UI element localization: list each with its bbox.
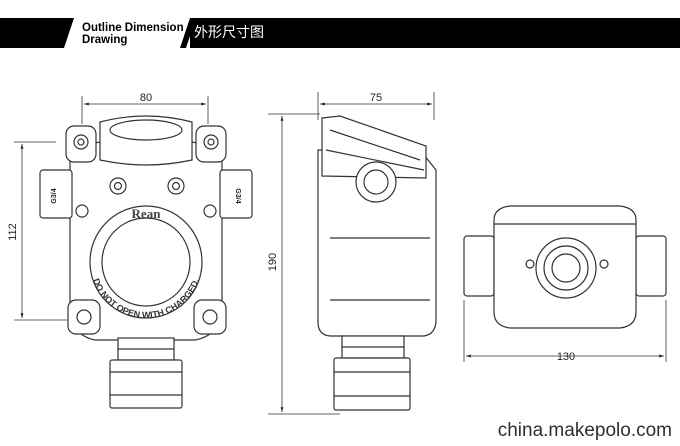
banner-title-chinese: 外形尺寸图 <box>194 25 264 41</box>
side-top-cap <box>321 115 427 179</box>
side-width-dimension <box>317 92 435 120</box>
side-view: 75 190 <box>267 92 437 415</box>
front-view: 80 112 G3/4 G3/4 <box>7 92 253 409</box>
front-window-inner <box>101 217 191 307</box>
bottom-view: 130 <box>463 205 667 363</box>
front-width-label: 80 <box>140 92 152 104</box>
front-height-label: 112 <box>7 223 19 241</box>
side-height-dimension <box>268 113 340 415</box>
port-right <box>219 169 253 219</box>
banner-shape <box>0 18 680 48</box>
banner-title-english: Outline Dimension Drawing <box>82 22 184 46</box>
port-label-left: G3/4 <box>51 188 58 203</box>
side-housing <box>317 149 437 337</box>
front-height-dimension <box>14 141 78 321</box>
front-sensor-head <box>109 359 183 409</box>
front-width-dimension <box>81 96 209 124</box>
banner-title-line2: Drawing <box>82 34 128 46</box>
watermark-text: china.makepolo.com <box>497 420 672 441</box>
bottom-width-dimension <box>463 300 667 362</box>
bottom-port-right <box>635 235 667 297</box>
port-label-right: G3/4 <box>234 188 241 203</box>
banner-title-line1: Outline Dimension <box>82 22 184 34</box>
side-port-inner <box>363 169 389 195</box>
side-height-label: 190 <box>267 253 279 271</box>
header-banner <box>0 18 680 48</box>
side-sensor-head <box>333 357 411 411</box>
bottom-sensor-inner <box>551 253 581 283</box>
bottom-width-label: 130 <box>557 351 575 363</box>
bottom-port-left <box>463 235 495 297</box>
brand-logo: Rean <box>132 206 162 221</box>
side-width-label: 75 <box>370 92 382 104</box>
port-left <box>39 169 73 219</box>
